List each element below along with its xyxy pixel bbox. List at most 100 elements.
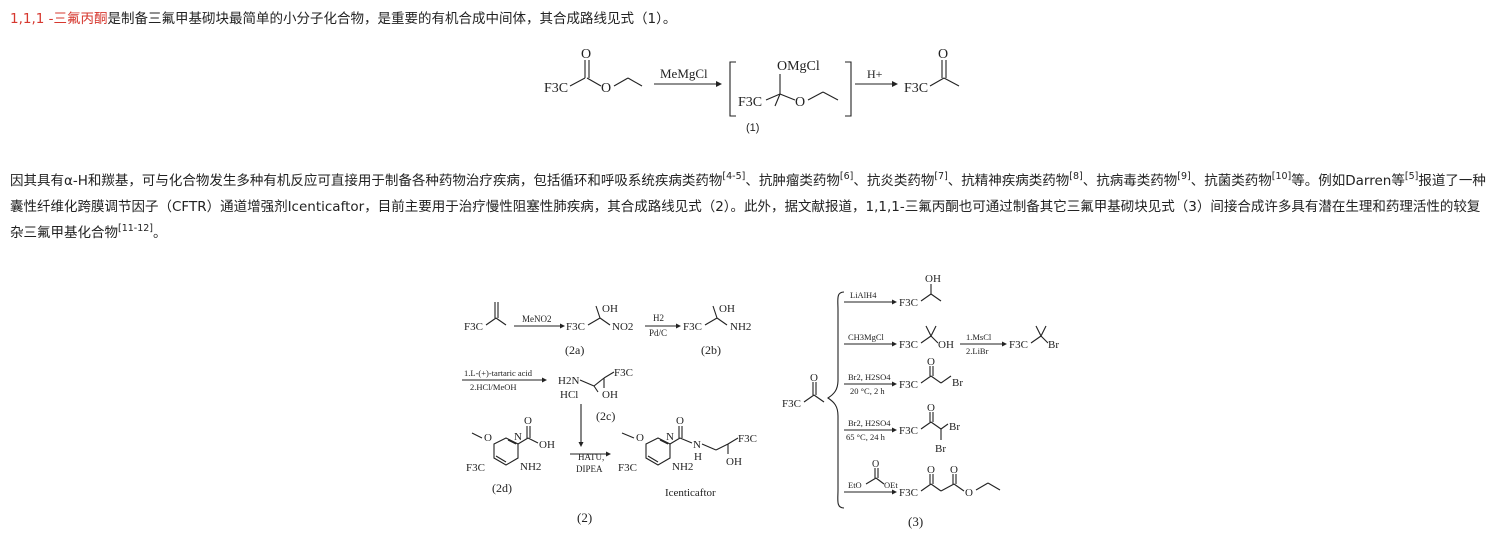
- s2-oh-2c: OH: [602, 389, 618, 401]
- s2-nitro-reagent: MeNO2: [522, 314, 552, 324]
- s2-dipea: DIPEA: [576, 464, 603, 474]
- s3-ketoester-ester-o: O: [950, 464, 958, 476]
- s2-2d-nh2: NH2: [520, 461, 541, 473]
- s3-mscl: 1.MsCl: [966, 332, 992, 342]
- s3-br2-20: Br2, H2SO4: [848, 372, 891, 382]
- s2-cf3: F3C: [464, 321, 483, 333]
- s2-product-nh2: NH2: [672, 461, 693, 473]
- s3-lialh4: LiAlH4: [850, 290, 877, 300]
- s2-product-name: Icenticaftor: [665, 487, 716, 499]
- s3-label: (3): [908, 514, 923, 529]
- s1-acid: H+: [867, 67, 883, 81]
- s1-label: (1): [746, 122, 759, 134]
- ref-7[interactable]: [7]: [934, 170, 948, 182]
- s2-product-methoxy-o: O: [636, 432, 644, 444]
- s3-ketoester-ether-o: O: [965, 487, 973, 499]
- s2-product-cf3-ring: F3C: [618, 462, 637, 474]
- s2-label: (2): [577, 510, 592, 525]
- s3-cf3-ketoester: F3C: [899, 487, 918, 499]
- s3-carbonate-o: O: [872, 459, 879, 470]
- body-text: 、抗病毒类药物: [1082, 173, 1178, 189]
- s2-product-amide-o: O: [676, 415, 684, 427]
- s2-hcl-meoh: 2.HCl/MeOH: [470, 382, 517, 392]
- s3-cond-20: 20 °C, 2 h: [850, 386, 885, 396]
- intro-text: 是制备三氟甲基砌块最简单的小分子化合物，是重要的有机合成中间体，其合成路线见式（…: [107, 11, 677, 27]
- s3-oet: OEt: [884, 480, 898, 490]
- body-text: 报道了一种囊性纤维化跨膜调节因子（CFTR）通道增强剂Icenticaftor，…: [10, 173, 1486, 241]
- body-text: 、抗肿瘤类药物: [745, 173, 840, 189]
- scheme-3-diagram: F3C O LiAlH4 F3C OH CH3MgCl F3C OH 1.MsC…: [782, 273, 1059, 529]
- ref-11-12[interactable]: [11-12]: [118, 222, 154, 234]
- s1-cf3-product: F3C: [904, 81, 928, 96]
- s2-product-amide-h: H: [694, 451, 702, 463]
- s2-cf3-2a: F3C: [566, 321, 585, 333]
- s2-2d-cooh-o: O: [524, 415, 532, 427]
- s2-label-2b: (2b): [701, 343, 721, 357]
- s1-reagent: MeMgCl: [660, 66, 708, 81]
- trifluoroacetone-link[interactable]: 1,1,1 -三氟丙酮: [10, 11, 108, 27]
- s1-omgcl: OMgCl: [777, 59, 820, 74]
- body-text: 因其具有α-H和羰基，可与化合物发生多种有机反应可直接用于制备各种药物治疗疾病，…: [10, 173, 723, 189]
- body-text: 、抗菌类药物: [1190, 173, 1272, 189]
- s3-monobromo-br: Br: [952, 377, 963, 389]
- s2-product-cf3-chain: F3C: [738, 433, 757, 445]
- s2-pdc: Pd/C: [649, 328, 667, 338]
- s2-2d-cf3: F3C: [466, 462, 485, 474]
- s2-label-2a: (2a): [565, 343, 584, 357]
- s2-no2: NO2: [612, 321, 633, 333]
- s3-cf3-tertiary: F3C: [899, 339, 918, 351]
- s3-eto: EtO: [848, 480, 862, 490]
- s1-intermediate-o: O: [795, 95, 805, 110]
- s3-monobromo-o: O: [927, 356, 935, 368]
- s2-hcl: HCl: [560, 389, 578, 401]
- scheme-2-diagram: F3C MeNO2 F3C OH NO2 (2a) H2 Pd/C F3C OH…: [462, 302, 757, 525]
- s3-libr: 2.LiBr: [966, 346, 989, 356]
- s3-dibromo-br-1: Br: [949, 421, 960, 433]
- s2-hatu: HATU,: [578, 452, 604, 462]
- s2-product-amide-n: N: [693, 439, 701, 451]
- s2-2d-methoxy-o: O: [484, 432, 492, 444]
- s3-cf3-bromide: F3C: [1009, 339, 1028, 351]
- s3-alcohol-oh: OH: [925, 273, 941, 285]
- s2-product-oh: OH: [726, 456, 742, 468]
- s3-start-o: O: [810, 372, 818, 384]
- s1-cf3: F3C: [544, 81, 568, 96]
- s2-product-n: N: [666, 431, 674, 443]
- body-text: 。: [153, 225, 167, 241]
- s3-ketoester-ketone-o: O: [927, 464, 935, 476]
- s1-product-o: O: [938, 47, 948, 62]
- ref-6[interactable]: [6]: [839, 170, 854, 182]
- s2-cf3-2b: F3C: [683, 321, 702, 333]
- s2-nh2-2b: NH2: [730, 321, 751, 333]
- ref-4-5[interactable]: [4-5]: [722, 170, 746, 182]
- s2-oh-2a: OH: [602, 303, 618, 315]
- s3-tertiary-oh: OH: [938, 339, 954, 351]
- body-text: 、抗炎类药物: [853, 173, 935, 189]
- s1-cf3-intermediate: F3C: [738, 95, 762, 110]
- body-text: 、抗精神疾病类药物: [947, 173, 1070, 189]
- body-text: 等。例如Darren等: [1291, 173, 1405, 189]
- s3-cf3-start: F3C: [782, 398, 801, 410]
- s3-cond-65: 65 °C, 24 h: [846, 432, 886, 442]
- s2-oh-2b: OH: [719, 303, 735, 315]
- s1-carbonyl-o: O: [581, 47, 591, 62]
- s2-label-2d: (2d): [492, 481, 512, 495]
- s3-dibromo-br-2: Br: [935, 443, 946, 455]
- ref-10[interactable]: [10]: [1271, 170, 1292, 182]
- s3-dibromo-o: O: [927, 402, 935, 414]
- s1-ester-o: O: [601, 81, 611, 96]
- s3-ch3mgcl: CH3MgCl: [848, 332, 885, 342]
- s3-cf3-dibromo: F3C: [899, 425, 918, 437]
- s2-h2n: H2N: [558, 375, 579, 387]
- ref-5[interactable]: [5]: [1404, 170, 1419, 182]
- scheme-1-diagram: F3C O O MeMgCl OMgCl F3C O H+ F3C O (1): [544, 47, 960, 134]
- s3-br2-65: Br2, H2SO4: [848, 418, 891, 428]
- body-paragraph: 因其具有α-H和羰基，可与化合物发生多种有机反应可直接用于制备各种药物治疗疾病，…: [10, 168, 1490, 246]
- ref-8[interactable]: [8]: [1069, 170, 1083, 182]
- intro-paragraph: 1,1,1 -三氟丙酮是制备三氟甲基砌块最简单的小分子化合物，是重要的有机合成中…: [10, 6, 1490, 32]
- s3-cf3-alcohol: F3C: [899, 297, 918, 309]
- s3-cf3-monobromo: F3C: [899, 379, 918, 391]
- ref-9[interactable]: [9]: [1177, 170, 1191, 182]
- s2-cf3-2c: F3C: [614, 367, 633, 379]
- s2-label-2c: (2c): [596, 409, 615, 423]
